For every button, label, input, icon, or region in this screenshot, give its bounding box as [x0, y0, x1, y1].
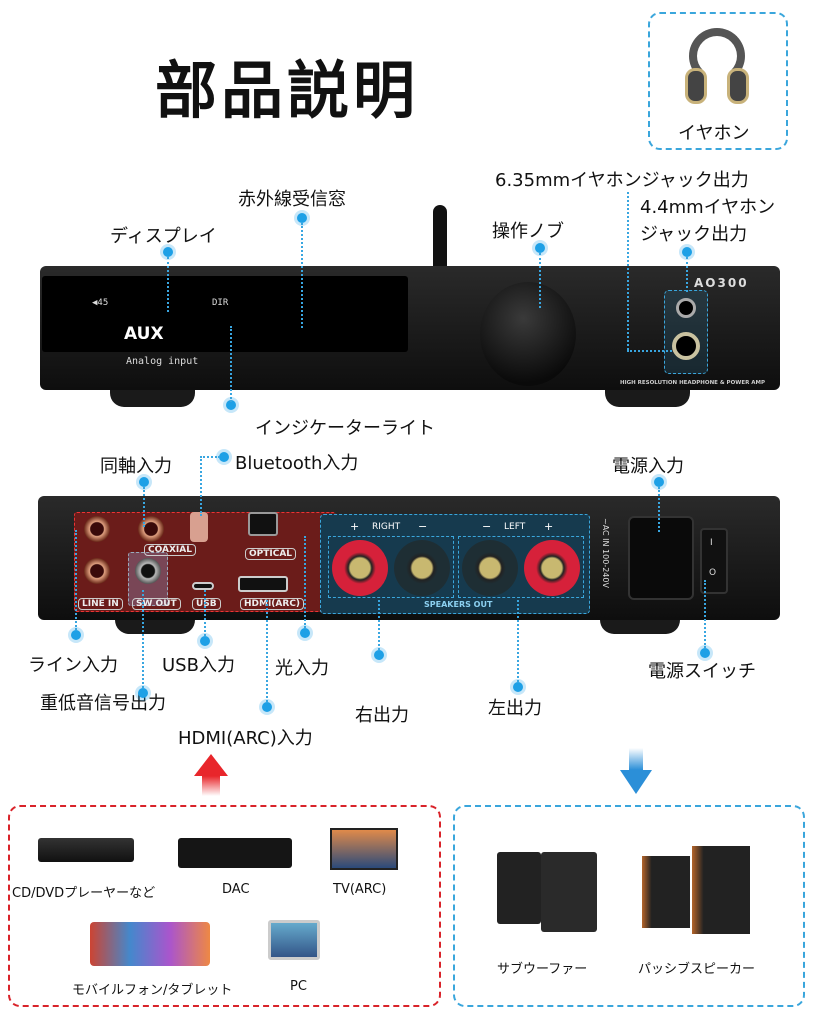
dac-icon — [178, 838, 292, 868]
output-passive-speaker: パッシブスピーカー — [638, 962, 756, 977]
optical-port[interactable] — [248, 512, 278, 536]
optical-text: OPTICAL — [245, 548, 297, 560]
source-tv: TV(ARC) — [333, 882, 387, 897]
label-power-in: 電源入力 — [612, 456, 684, 477]
sw-out-text: SW OUT — [132, 598, 181, 610]
left-text: LEFT — [504, 522, 526, 532]
coaxial-port[interactable] — [138, 516, 164, 542]
usb-port[interactable] — [192, 582, 214, 590]
tv-icon — [330, 828, 398, 870]
label-optical: 光入力 — [275, 658, 329, 679]
label-line: ライン入力 — [28, 655, 118, 676]
right-text: RIGHT — [372, 522, 401, 532]
speakers-out-text: SPEAKERS OUT — [424, 600, 493, 609]
label-left: 左出力 — [488, 698, 542, 719]
right-minus-terminal[interactable] — [394, 540, 450, 596]
control-knob[interactable] — [480, 282, 576, 386]
left-minus-terminal[interactable] — [462, 540, 518, 596]
earphone-box — [648, 12, 788, 150]
dvd-player-icon — [38, 838, 134, 862]
label-44-jack-1: 4.4mmイヤホン — [640, 197, 776, 218]
switch-off-mark: O — [709, 568, 717, 578]
back-panel: COAXIAL OPTICAL LINE IN SW OUT USB HDMI(… — [38, 496, 780, 620]
left-minus-text: − — [482, 520, 492, 533]
subwoofer-icon — [497, 852, 541, 924]
label-44-jack-2: ジャック出力 — [640, 224, 748, 245]
label-usb: USB入力 — [162, 655, 235, 676]
label-sub: 重低音信号出力 — [40, 693, 166, 714]
sources-box — [8, 805, 441, 1007]
hdmi-text: HDMI(ARC) — [240, 598, 305, 610]
left-plus-terminal[interactable] — [524, 540, 580, 596]
ac-in-text: ~AC IN 100-240V — [601, 518, 610, 588]
source-cd-dvd: CD/DVDプレーヤーなど — [12, 886, 156, 901]
jack-635[interactable] — [672, 332, 700, 360]
line-in-text: LINE IN — [78, 598, 123, 610]
label-ir: 赤外線受信窓 — [238, 189, 346, 210]
jack-44[interactable] — [676, 298, 696, 318]
outputs-box — [453, 805, 805, 1007]
label-indicator: インジケーターライト — [255, 418, 435, 439]
right-plus-terminal[interactable] — [332, 540, 388, 596]
label-right: 右出力 — [355, 705, 409, 726]
usb-text: USB — [192, 598, 221, 610]
sw-out-port[interactable] — [135, 558, 161, 584]
screen-volume: ◀45 — [92, 298, 109, 308]
arrow-up-icon — [194, 754, 228, 776]
pc-icon — [268, 920, 320, 960]
switch-on-mark: I — [710, 538, 713, 548]
output-subwoofer: サブウーファー — [497, 962, 588, 977]
tagline: HIGH RESOLUTION HEADPHONE & POWER AMP — [620, 380, 765, 386]
left-plus-text: + — [544, 520, 554, 533]
headphones-icon — [685, 28, 749, 108]
display-screen: ◀45 DIR AUX — [42, 276, 408, 352]
passive-speaker-icon — [642, 856, 690, 928]
antenna — [433, 205, 447, 267]
line-in-l-port[interactable] — [84, 558, 110, 584]
power-inlet[interactable] — [628, 516, 694, 600]
label-knob: 操作ノブ — [492, 221, 564, 242]
front-panel: ◀45 DIR AUX Analog input AO300 HIGH RESO… — [40, 266, 780, 390]
label-hdmi: HDMI(ARC)入力 — [178, 728, 313, 749]
label-coaxial: 同軸入力 — [100, 456, 172, 477]
screen-mode: DIR — [212, 298, 229, 308]
coaxial-text: COAXIAL — [144, 544, 196, 556]
arrow-down-icon — [620, 770, 652, 794]
mobile-tablet-icon — [90, 922, 210, 966]
source-mobile: モバイルフォン/タブレット — [72, 983, 233, 998]
label-635-jack: 6.35mmイヤホンジャック出力 — [495, 170, 749, 191]
label-display: ディスプレイ — [110, 226, 217, 247]
label-bluetooth: Bluetooth入力 — [235, 453, 359, 474]
earphone-label: イヤホン — [678, 123, 750, 144]
right-minus-text: − — [418, 520, 428, 533]
screen-source: AUX — [124, 324, 164, 344]
source-pc: PC — [290, 979, 307, 994]
bluetooth-antenna-port[interactable] — [190, 512, 208, 542]
hdmi-port[interactable] — [238, 576, 288, 592]
page-title: 部品説明 — [155, 54, 420, 127]
right-plus-text: + — [350, 520, 360, 533]
brand-logo: AO300 — [694, 276, 749, 290]
line-in-r-port[interactable] — [84, 516, 110, 542]
screen-source-sub: Analog input — [126, 356, 199, 367]
label-power-switch: 電源スイッチ — [648, 661, 756, 682]
source-dac: DAC — [222, 882, 250, 897]
